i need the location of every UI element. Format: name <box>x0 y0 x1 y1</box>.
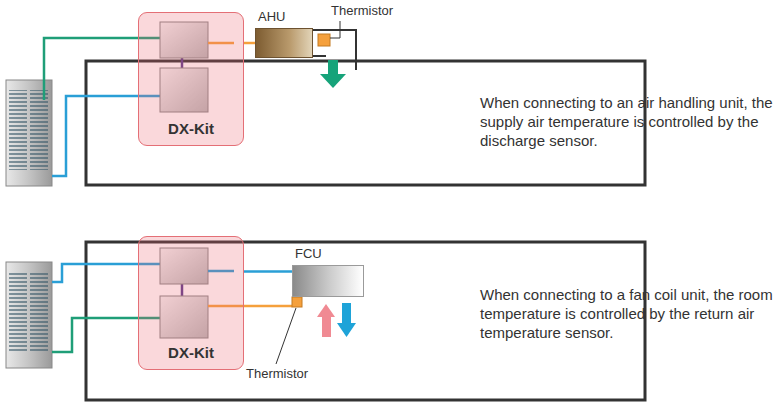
description-text: When connecting to an air handling unit,… <box>480 93 774 150</box>
region-label: DX-Kit <box>139 344 243 361</box>
outdoor-unit <box>6 262 52 368</box>
connector-line <box>244 42 255 45</box>
description-text: When connecting to a fan coil unit, the … <box>480 285 774 342</box>
thermistor-label: Thermistor <box>246 366 308 381</box>
fan-coil-unit: FCU <box>292 265 364 297</box>
outdoor-unit-fins <box>9 90 27 170</box>
outdoor-unit-fins <box>30 90 48 170</box>
air-handling-unit: AHU <box>255 28 313 58</box>
supply-air-arrow <box>320 74 346 88</box>
supply-air-arrow <box>337 323 356 337</box>
leader-line <box>340 21 341 38</box>
outdoor-unit-fins <box>9 272 27 352</box>
supply-air-arrow <box>328 60 338 74</box>
region-label: DX-Kit <box>139 120 243 137</box>
thermistor-label: Thermistor <box>331 3 393 18</box>
dx-kit-region: DX-Kit <box>138 236 244 370</box>
outdoor-unit-body <box>6 262 52 368</box>
outdoor-unit-fins <box>30 272 48 352</box>
dx-kit-region: DX-Kit <box>138 12 244 146</box>
thermistor-sensor <box>292 297 302 307</box>
supply-air-arrow <box>342 303 351 323</box>
return-air-arrow <box>317 304 335 317</box>
return-air-arrow <box>322 317 331 337</box>
unit-label: FCU <box>295 246 322 261</box>
leader-line <box>330 38 340 39</box>
unit-label: AHU <box>258 9 285 24</box>
thermistor-sensor <box>318 34 330 46</box>
leader-line <box>276 308 296 364</box>
duct-line <box>313 55 326 57</box>
connector-line <box>244 270 292 273</box>
